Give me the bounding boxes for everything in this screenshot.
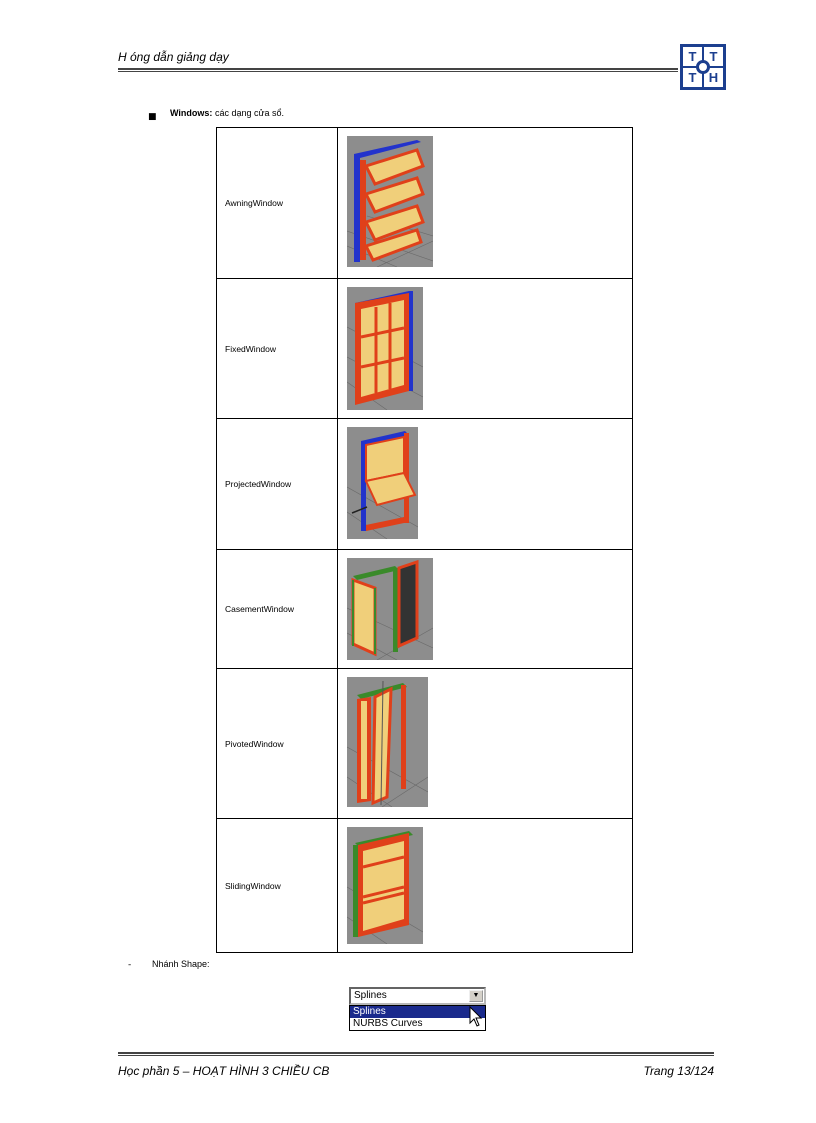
shape-branch-label: Nhánh Shape: bbox=[152, 959, 210, 969]
tth-logo: T T T H bbox=[680, 44, 726, 90]
footer-rule bbox=[118, 1052, 714, 1056]
window-name: FixedWindow bbox=[216, 278, 338, 419]
casement-window-icon bbox=[347, 558, 433, 660]
footer-page-number: Trang 13/124 bbox=[643, 1064, 715, 1078]
shape-type-select[interactable]: Splines ▼ bbox=[349, 987, 486, 1005]
table-row: PivotedWindow bbox=[216, 668, 633, 819]
table-row: CasementWindow bbox=[216, 549, 633, 669]
option-splines[interactable]: Splines bbox=[350, 1006, 485, 1018]
shape-type-selected: Splines bbox=[354, 990, 387, 1001]
logo-ring-icon bbox=[696, 60, 710, 74]
shape-type-options: Splines NURBS Curves bbox=[349, 1005, 486, 1031]
section-heading-label: Windows: bbox=[170, 108, 213, 118]
shape-type-dropdown[interactable]: Splines ▼ Splines NURBS Curves bbox=[349, 987, 486, 1031]
table-row: ProjectedWindow bbox=[216, 418, 633, 550]
logo-letter-4: H bbox=[704, 68, 723, 87]
window-name: CasementWindow bbox=[216, 549, 338, 669]
windows-table: AwningWindow FixedWindow bbox=[216, 127, 633, 953]
window-name: PivotedWindow bbox=[216, 668, 338, 819]
window-name: ProjectedWindow bbox=[216, 418, 338, 550]
window-name: SlidingWindow bbox=[216, 818, 338, 953]
section-description: các dạng cửa sổ. bbox=[214, 108, 285, 118]
table-row: SlidingWindow bbox=[216, 818, 633, 953]
projected-window-icon bbox=[347, 427, 418, 539]
logo-letter-2: T bbox=[704, 47, 723, 66]
chevron-down-icon[interactable]: ▼ bbox=[469, 990, 483, 1002]
pivoted-window-icon bbox=[347, 677, 428, 807]
table-row: FixedWindow bbox=[216, 278, 633, 419]
list-dash: - bbox=[128, 960, 132, 970]
window-name: AwningWindow bbox=[216, 127, 338, 279]
sliding-window-icon bbox=[347, 827, 423, 944]
bullet-marker: ■ bbox=[148, 112, 157, 122]
section-heading: Windows: các dạng cửa sổ. bbox=[170, 108, 284, 118]
mouse-pointer-icon bbox=[469, 1006, 483, 1027]
option-nurbs-curves[interactable]: NURBS Curves bbox=[353, 1018, 423, 1029]
header-rule bbox=[118, 68, 678, 72]
logo-letter-3: T bbox=[683, 68, 702, 87]
fixed-window-icon bbox=[347, 287, 423, 410]
footer-course: Học phần 5 – HOẠT HÌNH 3 CHIỀU CB bbox=[118, 1064, 330, 1078]
table-row: AwningWindow bbox=[216, 127, 633, 279]
awning-window-icon bbox=[347, 136, 433, 267]
header-title: H óng dẫn giảng dạy bbox=[118, 50, 229, 64]
